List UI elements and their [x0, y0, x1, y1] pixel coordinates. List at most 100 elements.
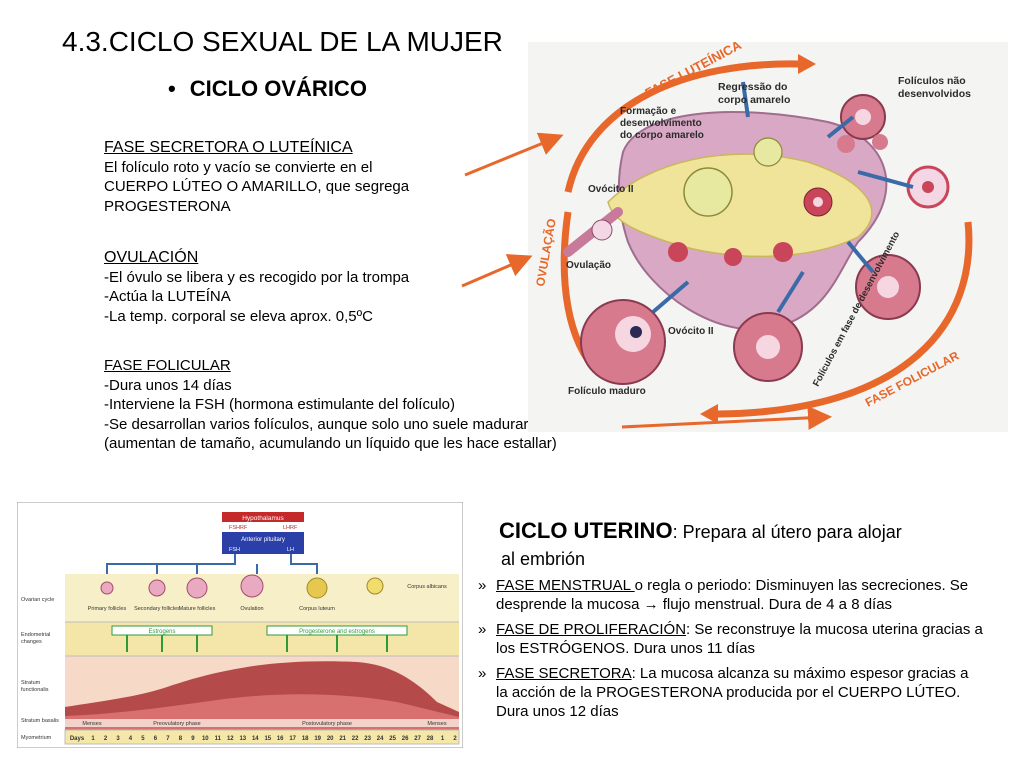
uterine-cycle-diagram: Hypothalamus FSHRF LHRF Anterior pituita…: [17, 502, 463, 748]
lh-label: LH: [287, 547, 294, 553]
row-ovarian-label: Ovarian cycle: [21, 597, 54, 603]
ciclo-uterino-title-rest: : Prepara al útero para alojar: [672, 522, 902, 542]
day-number: 19: [314, 736, 321, 742]
day-number: 10: [202, 736, 209, 742]
prog-estrogens-label: Progesterone and estrogens: [299, 629, 375, 635]
day-number: 2: [453, 736, 457, 742]
stage-label: Primary follicles: [88, 606, 127, 612]
fase-folicular-block: FASE FOLICULAR -Dura unos 14 días -Inter…: [104, 356, 557, 454]
pituitary-label: Anterior pituitary: [241, 537, 285, 543]
ovocito-top-label: Ovócito II: [588, 184, 634, 195]
fase-folicular-line: -Interviene la FSH (hormona estimulante …: [104, 396, 455, 413]
fase-folicular-line: -Dura unos 14 días: [104, 376, 232, 394]
day-number: 20: [327, 736, 334, 742]
stage-label: Mature follicles: [179, 606, 216, 612]
regressao-label-2: corpo amarelo: [718, 94, 790, 106]
ovulacion-block: OVULACIÓN -El óvulo se libera y es recog…: [104, 248, 409, 326]
arrow-to-ovulacao: [461, 254, 533, 288]
day-number: 1: [441, 736, 445, 742]
page-title: 4.3.CICLO SEXUAL DE LA MUJER: [62, 26, 503, 57]
regressao-label: Regressão do: [718, 81, 787, 93]
list-item-underlined: FASE DE PROLIFERACIÓN: [496, 621, 687, 638]
day-number: 23: [364, 736, 371, 742]
foliculo-maduro-label: Folículo maduro: [568, 386, 646, 397]
day-number: 27: [414, 736, 421, 742]
list-item-text: o regla o periodo: Disminuyen las secrec…: [496, 577, 969, 613]
day-number: 11: [215, 736, 222, 742]
day-number: 26: [402, 736, 409, 742]
section-bullet-ciclo-ovarico: • CICLO OVÁRICO: [168, 76, 367, 102]
estrogens-label: Estrogens: [148, 629, 175, 635]
day-number: 8: [179, 736, 183, 742]
ciclo-uterino-title-bold: CICLO UTERINO: [499, 518, 673, 543]
list-marker: »: [478, 577, 487, 594]
fshrf-label: FSHRF: [229, 525, 248, 531]
stage-label: Corpus albicans: [407, 584, 447, 590]
ciclo-uterino-title: CICLO UTERINO: Prepara al útero para alo…: [499, 518, 989, 572]
list-item-underlined: FASE MENSTRUAL: [496, 577, 635, 594]
day-number: 14: [252, 736, 259, 742]
hypothalamus-label: Hypothalamus: [242, 515, 284, 522]
day-number: 13: [239, 736, 246, 742]
list-item: » FASE DE PROLIFERACIÓN: Se reconstruye …: [478, 620, 983, 658]
day-number: 1: [91, 736, 95, 742]
day-number: 6: [154, 736, 158, 742]
row-basalis-label: Stratum basalis: [21, 718, 59, 724]
formacao-label-2: desenvolvimento: [620, 118, 702, 129]
day-number: 3: [116, 736, 120, 742]
fase-secretora-line: PROGESTERONA: [104, 197, 231, 215]
formacao-label: Formação e: [620, 106, 677, 117]
day-number: 16: [277, 736, 284, 742]
phase-label: Menses: [427, 721, 447, 727]
day-number: 5: [141, 736, 145, 742]
row-stratum-label: Stratum: [21, 680, 41, 686]
lhrf-label: LHRF: [283, 525, 298, 531]
list-item: » FASE SECRETORA: La mucosa alcanza su m…: [478, 664, 983, 721]
bullet-mark: •: [168, 76, 176, 101]
formacao-label-3: do corpo amarelo: [620, 130, 704, 141]
fsh-label: FSH: [229, 547, 240, 553]
day-number: 28: [427, 736, 434, 742]
stage-label: Corpus luteum: [299, 606, 335, 612]
day-number: 4: [129, 736, 133, 742]
list-item-text: : La mucosa alcanza su máximo espesor gr…: [496, 665, 969, 720]
bullet-label: CICLO OVÁRICO: [189, 76, 367, 101]
foliculos-nao-label: Folículos não: [898, 75, 966, 87]
phase-label: Postovulatory phase: [302, 721, 352, 727]
list-marker: »: [478, 665, 487, 682]
day-number: 25: [389, 736, 396, 742]
foliculos-nao-label-2: desenvolvidos: [898, 88, 971, 100]
row-myometrium-label: Myometrium: [21, 735, 52, 741]
fase-folicular-line: (aumentan de tamaño, acumulando un líqui…: [104, 435, 557, 452]
day-number: 18: [302, 736, 309, 742]
day-number: 15: [264, 736, 271, 742]
phase-label: Preovulatory phase: [153, 721, 200, 727]
day-number: 9: [191, 736, 195, 742]
day-number: 17: [289, 736, 296, 742]
list-item-underlined: FASE SECRETORA: [496, 665, 632, 682]
day-number: 2: [104, 736, 108, 742]
day-number: 22: [352, 736, 359, 742]
ovulacion-heading: OVULACIÓN: [104, 249, 199, 266]
row-endometrial-label-2: changes: [21, 639, 42, 645]
fase-secretora-block: FASE SECRETORA O LUTEÍNICA El folículo r…: [104, 138, 409, 216]
stage-label: Ovulation: [240, 606, 263, 612]
fase-secretora-heading: FASE SECRETORA O LUTEÍNICA: [104, 139, 353, 156]
ovulacion-line: -La temp. corporal se eleva aprox. 0,5ºC: [104, 307, 373, 325]
fase-secretora-line: El folículo roto y vacío se convierte en…: [104, 158, 373, 176]
stage-label: Secondary follicles: [134, 606, 180, 612]
day-number: 12: [227, 736, 234, 742]
fase-folicular-heading: FASE FOLICULAR: [104, 357, 231, 374]
ciclo-uterino-list: » FASE MENSTRUAL o regla o periodo: Dism…: [478, 576, 983, 727]
list-marker: »: [478, 621, 487, 638]
day-number: 21: [339, 736, 346, 742]
ovulacion-line: -El óvulo se libera y es recogido por la…: [104, 268, 410, 286]
list-item-text: : Se reconstruye la mucosa uterina graci…: [496, 621, 983, 657]
ovocito-mid-label: Ovócito II: [668, 326, 714, 337]
ovulacion-line: -Actúa la LUTEÍNA: [104, 288, 231, 305]
days-label: Days: [70, 736, 85, 742]
phase-label: Menses: [82, 721, 102, 727]
fase-secretora-line: CUERPO LÚTEO O AMARILLO, que segrega: [104, 178, 410, 195]
day-number: 7: [166, 736, 170, 742]
day-number: 24: [377, 736, 384, 742]
